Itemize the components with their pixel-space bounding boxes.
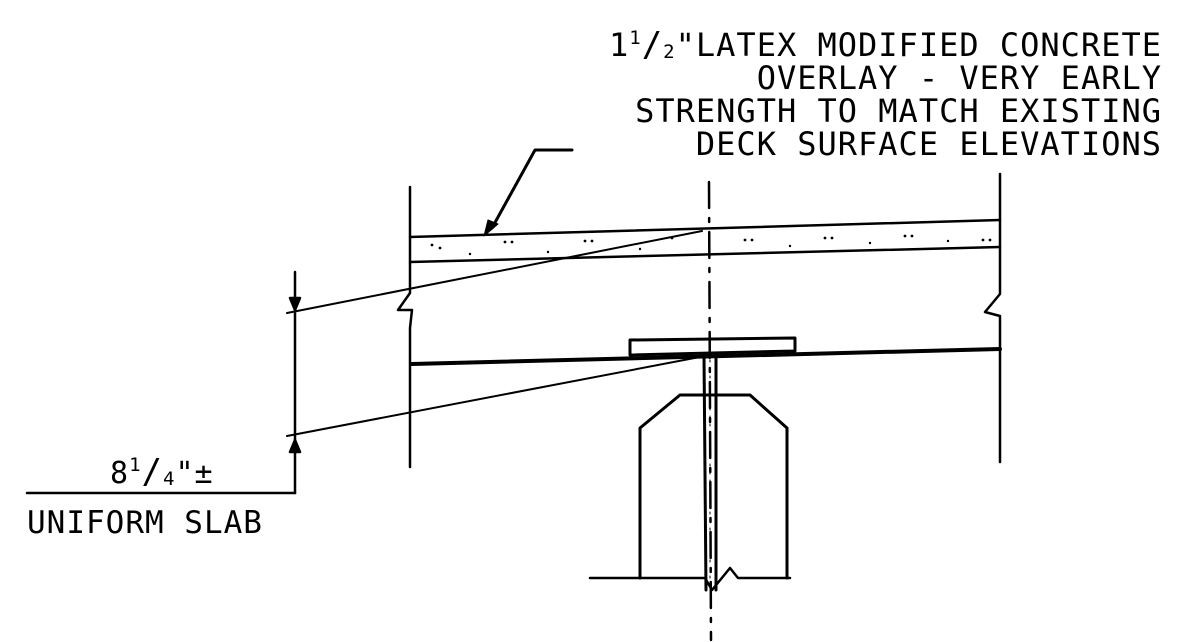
overlay-note-leader [490,148,574,230]
overlay-note-arrowhead [483,219,499,237]
fraction-whole: 8 [110,456,130,491]
fraction-numerator: 1 [629,27,642,49]
fraction-slash: / [141,452,163,492]
overlay-note-line-4: DECK SURFACE ELEVATIONS [695,125,1162,163]
slab-thickness-caption: UNIFORM SLAB [27,505,263,541]
overlay-note-line-3: STRENGTH TO MATCH EXISTING [635,92,1162,130]
left-boundary-line [396,185,414,469]
fraction-denominator: 4 [163,468,176,490]
slab-thickness-value: 81/4"± [110,452,214,492]
overlay-bottom-line [408,245,1002,264]
slope-line-upper [286,230,703,314]
bottom-break-line [588,566,792,592]
slab-bottom-line [410,347,1002,366]
concrete-aggregate-stipple [430,234,992,256]
overlay-note-line-1: 11/2"LATEX MODIFIED CONCRETE [609,27,1162,65]
overlay-note-line-2: OVERLAY - VERY EARLY [756,59,1162,97]
overlay-callout-note: 11/2"LATEX MODIFIED CONCRETE OVERLAY - V… [560,27,1162,163]
tolerance-suffix: "± [175,456,214,491]
slope-line-lower [286,355,706,437]
right-boundary-line [983,172,1002,464]
fraction-whole: 1 [608,26,630,64]
overlay-note-text-1: "LATEX MODIFIED CONCRETE [675,26,1162,64]
top-flange-plate [628,336,797,357]
centerline [707,180,713,642]
slab-thickness-dimension [288,270,302,495]
girder-bulb-outline [638,393,789,580]
overlay-top-line [408,218,1002,239]
fraction-slash: / [641,25,664,65]
fraction-denominator: 2 [663,41,676,63]
fraction-numerator: 1 [129,454,142,476]
